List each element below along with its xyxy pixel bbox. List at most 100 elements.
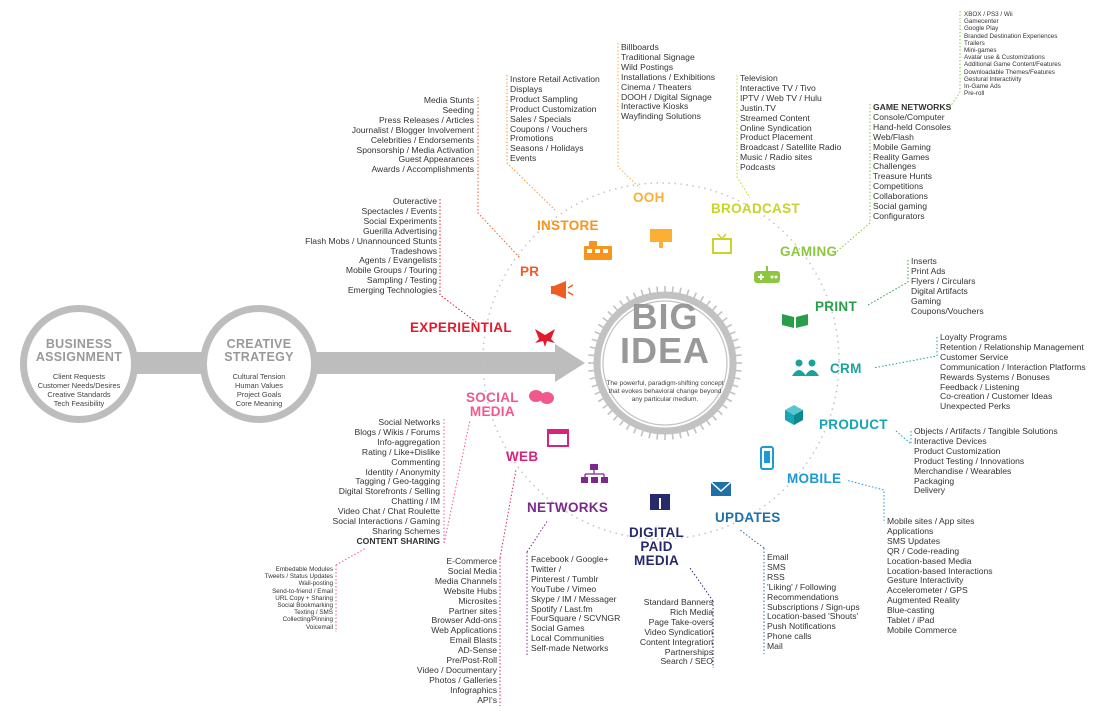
- list-item: Pinterest / Tumblr: [531, 573, 599, 584]
- list-item: Unexpected Perks: [940, 401, 1011, 412]
- list-item: Gesture Interactivity: [887, 575, 964, 586]
- gear-tooth: [721, 404, 728, 409]
- list-item: Applications: [887, 525, 934, 536]
- list-item: Partner sites: [448, 605, 497, 616]
- list-item: Sales / Specials: [510, 113, 572, 124]
- list-item: Digital Storefronts / Selling: [338, 486, 440, 497]
- list-item: Accelerometer / GPS: [887, 585, 968, 596]
- list-item: Collaborations: [873, 191, 928, 202]
- list-item: Mail: [767, 641, 783, 652]
- gear-tooth: [602, 404, 609, 409]
- social-label-line: MEDIA: [469, 404, 515, 419]
- gear-tooth: [693, 292, 698, 299]
- list-item: Retention / Relationship Management: [940, 341, 1084, 352]
- list-item: Sharing Schemes: [372, 525, 440, 536]
- list-item: Skype / IM / Messager: [531, 593, 617, 604]
- list-item: Social Experiments: [363, 215, 437, 226]
- gear-tooth: [734, 346, 741, 350]
- gear-tooth: [589, 376, 596, 380]
- list-item: Twitter /: [531, 563, 562, 574]
- list-item: Broadcast / Satellite Radio: [740, 142, 842, 153]
- list-item: API's: [477, 694, 497, 705]
- category-label-updates: UPDATES: [715, 510, 781, 525]
- gear-tooth: [612, 415, 619, 421]
- networks-items: Facebook / Google+Twitter /Pinterest / T…: [531, 554, 620, 654]
- list-item: Digital Artifacts: [911, 285, 968, 296]
- gear-tooth: [591, 338, 598, 342]
- gear-tooth: [619, 300, 624, 307]
- list-item: Music / Radio sites: [740, 152, 813, 163]
- list-item: Journalist / Blogger Involvement: [351, 124, 474, 135]
- list-item: Product Placement: [740, 132, 813, 143]
- list-item: Traditional Signage: [621, 51, 695, 62]
- list-item: Flash Mobs / Unannounced Stunts: [305, 235, 437, 246]
- category-label-crm: CRM: [830, 361, 862, 376]
- gear-tooth: [678, 432, 682, 439]
- paid-label-line: PAID: [640, 539, 673, 554]
- list-item: Coupons / Vouchers: [510, 123, 588, 134]
- gear-tooth: [678, 287, 682, 294]
- category-label-networks: NETWORKS: [527, 500, 609, 515]
- leader-gaming: [834, 104, 871, 254]
- list-item: Wall-posting: [298, 580, 333, 588]
- list-item: Mobile sites / App sites: [887, 516, 975, 526]
- list-item: Television: [740, 73, 778, 83]
- list-item: Coupons/Vouchers: [911, 305, 984, 316]
- list-item: Tradeshows: [390, 245, 438, 256]
- list-item: Tweets / Status Updates: [264, 573, 333, 581]
- list-item: Interactive Kiosks: [621, 101, 689, 112]
- creative-strategy-bubble: CREATIVE STRATEGY Cultural Tension Human…: [200, 305, 318, 423]
- list-item: Downloadable Themes/Features: [964, 68, 1055, 76]
- creative-line: Human Values: [235, 381, 283, 390]
- list-item: Mini-games: [964, 47, 997, 55]
- list-item: Guerilla Advertising: [362, 225, 437, 236]
- list-item: Spectacles / Events: [361, 205, 437, 216]
- gear-tooth: [594, 391, 601, 396]
- category-label-broadcast: BROADCAST: [711, 201, 800, 216]
- list-item: Branded Destination Experiences: [964, 32, 1058, 40]
- list-item: Mobile Gaming: [873, 141, 931, 152]
- leader-content-sharing: [335, 547, 367, 632]
- list-item: QR / Code-reading: [887, 545, 960, 556]
- list-item: Web/Flash: [873, 131, 914, 142]
- gear-tooth: [711, 415, 718, 421]
- creative-line: Project Goals: [236, 390, 282, 399]
- list-item: Social Media: [447, 565, 497, 576]
- category-label-experiential: EXPERIENTIAL: [410, 320, 512, 335]
- list-item: Collecting/Pinning: [282, 616, 333, 624]
- gear-tooth: [597, 323, 604, 329]
- list-item: Phone calls: [767, 631, 812, 642]
- list-item: Identity / Anonymity: [365, 466, 440, 477]
- list-item: Social Interactions / Gaming: [332, 516, 440, 527]
- list-item: Pre/Post-Roll: [446, 655, 497, 666]
- gear-tooth: [625, 295, 631, 302]
- list-item: Seasons / Holidays: [510, 143, 584, 154]
- list-item: Social Games: [531, 623, 585, 634]
- billboard-icon: [650, 229, 672, 248]
- game-controller-icon: [754, 266, 780, 283]
- list-item: Chatting / IM: [391, 496, 440, 507]
- gear-tooth: [619, 419, 624, 426]
- list-item: Loyalty Programs: [940, 332, 1007, 342]
- list-item: SMS: [767, 561, 786, 572]
- gear-tooth: [640, 289, 644, 296]
- gear-tooth: [706, 419, 711, 426]
- list-item: Product Customization: [510, 103, 597, 114]
- big-idea-center: BIG IDEA The powerful, paradigm-shifting…: [600, 299, 730, 404]
- list-item: Reality Games: [873, 151, 930, 162]
- category-label-product: PRODUCT: [819, 417, 888, 432]
- product-items: Objects / Artifacts / Tangible Solutions…: [914, 426, 1058, 496]
- gear-tooth: [607, 409, 613, 416]
- list-item: Video / Documentary: [416, 664, 497, 675]
- list-item: Podcasts: [740, 162, 776, 173]
- television-icon: [712, 233, 732, 254]
- gear-tooth: [607, 310, 613, 317]
- paid-label-line: MEDIA: [634, 553, 680, 568]
